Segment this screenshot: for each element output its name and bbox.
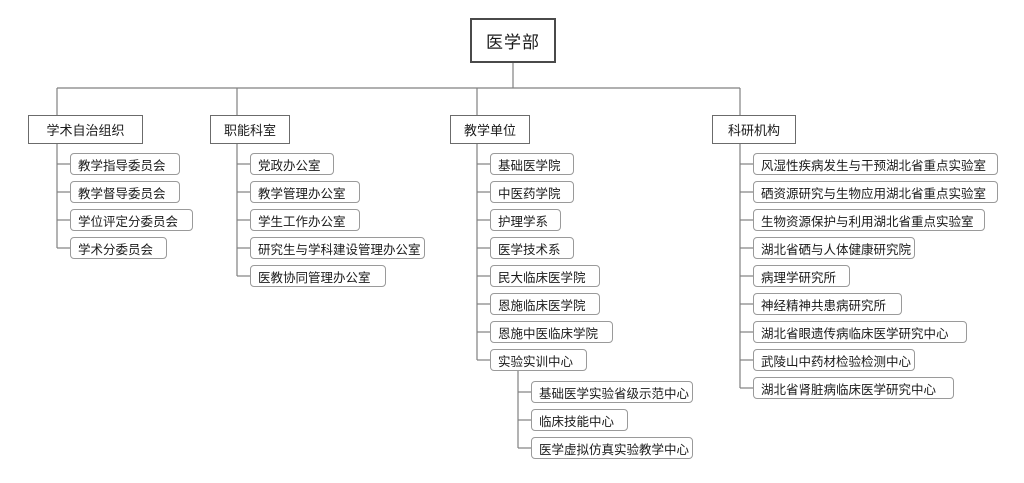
sub-leaf-node-2-7-1[interactable]: 临床技能中心	[531, 409, 628, 431]
branch-node-1[interactable]: 职能科室	[210, 115, 290, 144]
leaf-node-3-1[interactable]: 硒资源研究与生物应用湖北省重点实验室	[753, 181, 998, 203]
leaf-node-2-4[interactable]: 民大临床医学院	[490, 265, 600, 287]
leaf-node-2-7[interactable]: 实验实训中心	[490, 349, 587, 371]
leaf-node-0-2[interactable]: 学位评定分委员会	[70, 209, 193, 231]
leaf-node-0-0[interactable]: 教学指导委员会	[70, 153, 180, 175]
leaf-node-2-1[interactable]: 中医药学院	[490, 181, 574, 203]
leaf-node-3-0[interactable]: 风湿性疾病发生与干预湖北省重点实验室	[753, 153, 998, 175]
root-node[interactable]: 医学部	[470, 18, 556, 63]
leaf-node-2-6[interactable]: 恩施中医临床学院	[490, 321, 613, 343]
branch-node-2[interactable]: 教学单位	[450, 115, 530, 144]
branch-node-3[interactable]: 科研机构	[712, 115, 796, 144]
leaf-node-0-3[interactable]: 学术分委员会	[70, 237, 167, 259]
leaf-node-3-3[interactable]: 湖北省硒与人体健康研究院	[753, 237, 915, 259]
leaf-node-0-1[interactable]: 教学督导委员会	[70, 181, 180, 203]
leaf-node-3-2[interactable]: 生物资源保护与利用湖北省重点实验室	[753, 209, 985, 231]
leaf-node-1-0[interactable]: 党政办公室	[250, 153, 334, 175]
leaf-node-1-3[interactable]: 研究生与学科建设管理办公室	[250, 237, 425, 259]
leaf-node-1-2[interactable]: 学生工作办公室	[250, 209, 360, 231]
leaf-node-1-1[interactable]: 教学管理办公室	[250, 181, 360, 203]
sub-leaf-node-2-7-2[interactable]: 医学虚拟仿真实验教学中心	[531, 437, 693, 459]
leaf-node-2-0[interactable]: 基础医学院	[490, 153, 574, 175]
leaf-node-2-3[interactable]: 医学技术系	[490, 237, 574, 259]
leaf-node-3-5[interactable]: 神经精神共患病研究所	[753, 293, 902, 315]
leaf-node-3-6[interactable]: 湖北省眼遗传病临床医学研究中心	[753, 321, 967, 343]
branch-node-0[interactable]: 学术自治组织	[28, 115, 143, 144]
leaf-node-2-2[interactable]: 护理学系	[490, 209, 561, 231]
sub-leaf-node-2-7-0[interactable]: 基础医学实验省级示范中心	[531, 381, 693, 403]
leaf-node-3-8[interactable]: 湖北省肾脏病临床医学研究中心	[753, 377, 954, 399]
leaf-node-3-4[interactable]: 病理学研究所	[753, 265, 850, 287]
leaf-node-1-4[interactable]: 医教协同管理办公室	[250, 265, 386, 287]
leaf-node-3-7[interactable]: 武陵山中药材检验检测中心	[753, 349, 915, 371]
leaf-node-2-5[interactable]: 恩施临床医学院	[490, 293, 600, 315]
